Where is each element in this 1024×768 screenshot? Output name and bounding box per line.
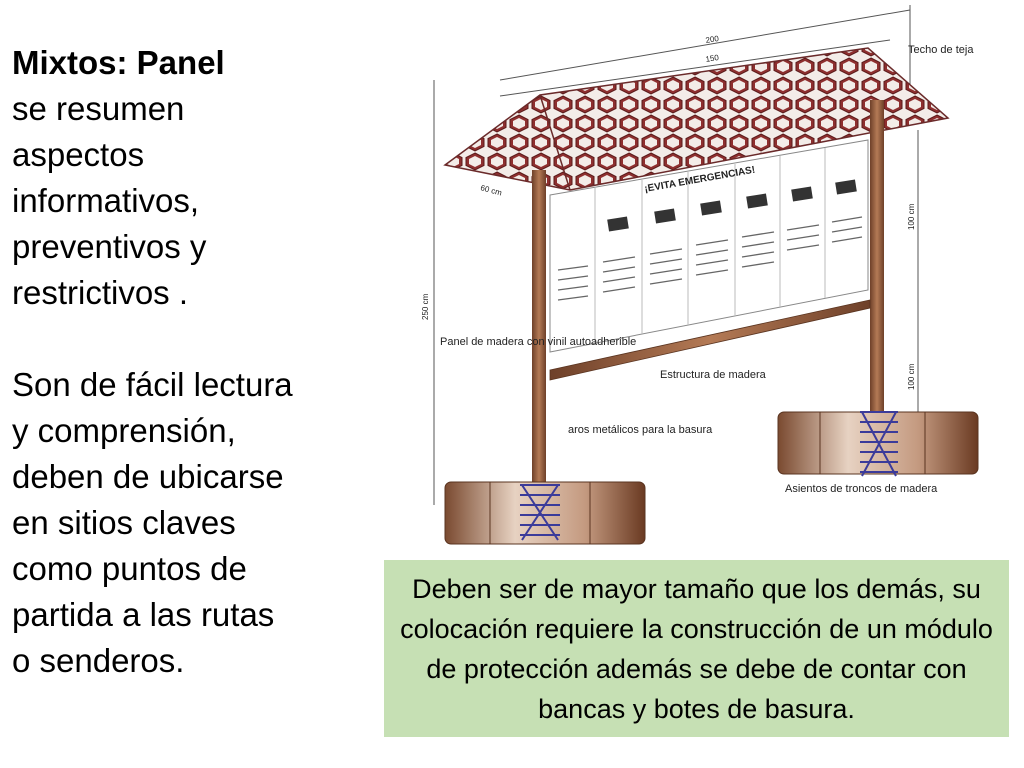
structure-label-line: Estructura de madera bbox=[660, 369, 767, 381]
seats-label-line: Asientos de troncos de madera bbox=[785, 483, 938, 495]
lower-beam bbox=[549, 299, 871, 381]
body-line: y comprensión, bbox=[12, 412, 236, 449]
tile-roof bbox=[443, 47, 950, 191]
rings-label: aros metálicos para la basura bbox=[568, 424, 713, 436]
panel-label-line: Panel de madera con vinil autoadherible bbox=[440, 336, 636, 348]
heading-line: preventivos y bbox=[12, 228, 207, 265]
description-text: Mixtos: Panel se resumen aspectos inform… bbox=[12, 40, 362, 684]
right-post bbox=[870, 100, 884, 430]
paragraph-gap bbox=[12, 316, 362, 362]
body-line: en sitios claves bbox=[12, 504, 236, 541]
heading-line: informativos, bbox=[12, 182, 200, 219]
body-line: como puntos de bbox=[12, 550, 247, 587]
dimension-width-inner: 150 bbox=[705, 53, 720, 64]
left-log-seat bbox=[444, 481, 646, 545]
body-line: o senderos. bbox=[12, 642, 185, 679]
sign-structure-illustration: 200 150 60 cm 250 cm 100 cm 100 cm ¡EVIT… bbox=[421, 5, 979, 545]
body-line: partida a las rutas bbox=[12, 596, 275, 633]
dimension-height-total: 250 cm bbox=[421, 293, 430, 320]
body-line: deben de ubicarse bbox=[12, 458, 284, 495]
seats-label: Asientos de troncos de madera bbox=[785, 483, 938, 495]
body-line: Son de fácil lectura bbox=[12, 366, 293, 403]
structure-label: Estructura de madera bbox=[660, 369, 767, 381]
sign-text-lines bbox=[557, 216, 863, 301]
dimension-depth: 60 cm bbox=[479, 183, 503, 197]
heading-title: Mixtos: Panel bbox=[12, 44, 225, 81]
roof-label: Techo de teja bbox=[908, 44, 974, 56]
left-metal-rings bbox=[520, 484, 560, 541]
sign-pictograms bbox=[607, 179, 857, 232]
caption-box: Deben ser de mayor tamaño que los demás,… bbox=[384, 560, 1009, 737]
heading-line: restrictivos . bbox=[12, 274, 189, 311]
sign-panel bbox=[549, 139, 869, 353]
dimension-height-panel: 100 cm bbox=[907, 203, 916, 230]
dimension-width-total: 200 bbox=[705, 34, 720, 45]
rings-label-line: aros metálicos para la basura bbox=[568, 424, 713, 436]
right-metal-rings bbox=[860, 411, 898, 477]
panel-label: Panel de madera con vinil autoadherible bbox=[440, 336, 636, 348]
dimension-height-post: 100 cm bbox=[907, 363, 916, 390]
left-post bbox=[532, 170, 546, 500]
roof-label-line: Techo de teja bbox=[908, 44, 974, 56]
caption-text: Deben ser de mayor tamaño que los demás,… bbox=[400, 573, 993, 724]
heading-line: aspectos bbox=[12, 136, 145, 173]
dimension-lines bbox=[433, 5, 919, 505]
sign-columns bbox=[594, 148, 826, 343]
heading-line: se resumen bbox=[12, 90, 185, 127]
